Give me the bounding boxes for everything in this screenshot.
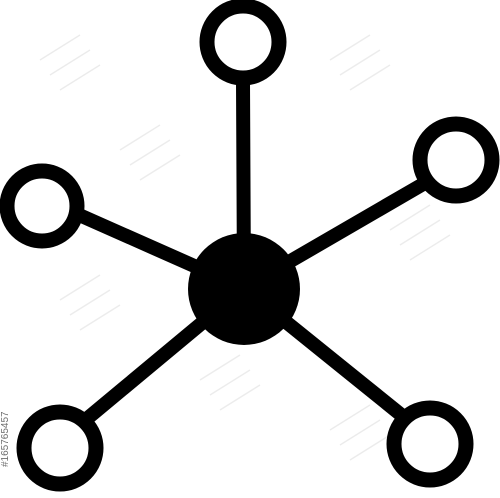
node-upper-left — [0, 163, 85, 249]
node-upper-right — [412, 116, 500, 204]
node-top — [199, 0, 287, 86]
node-lower-left — [16, 404, 104, 492]
hub-node — [188, 233, 300, 345]
stock-id-label: #165765457 — [0, 411, 11, 467]
watermark-pattern — [39, 34, 451, 461]
node-lower-right — [386, 400, 474, 488]
